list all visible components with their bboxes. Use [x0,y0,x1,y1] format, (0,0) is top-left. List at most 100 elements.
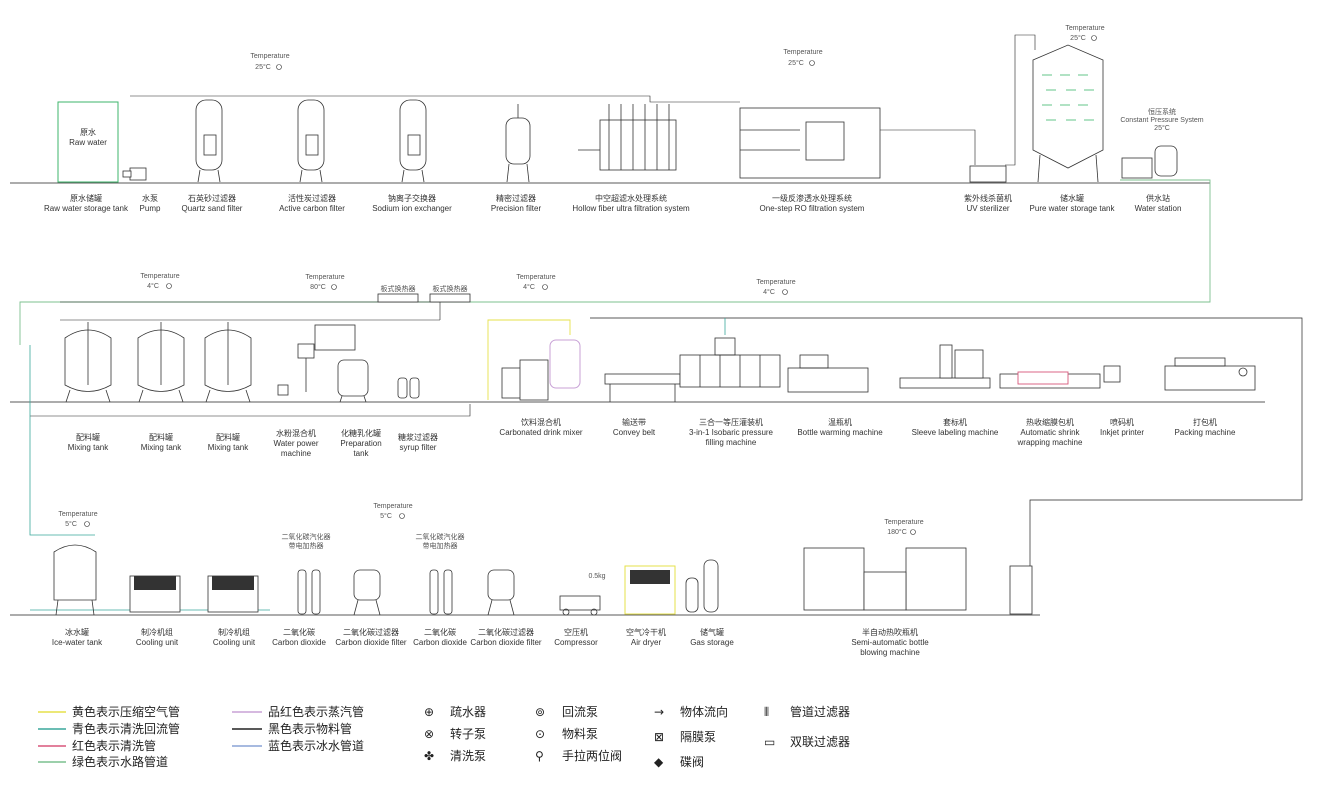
comp-label-en: Compressor [554,638,598,647]
carbonated-drink-mixer [501,339,581,401]
ice-label-en: Ice-water tank [52,638,103,647]
temp-label: Temperature [58,511,97,518]
temp-marker-3: Temperature 25°C [1065,25,1104,42]
temp-value: 25°C [788,59,804,67]
raw-water-tank [57,101,119,183]
packing-machine [1164,357,1256,391]
duplex-filter-icon: ▭ [764,735,775,749]
pump-label-cn: 水泵 [142,193,158,203]
plate-heat-exchanger-1 [377,293,419,303]
co2f-1-label-cn: 二氧化碳过滤器 [343,627,399,637]
row1-labels: 原水储罐 Raw water storage tank 水泵 Pump 石英砂过… [44,107,1204,213]
constp-temp: 25°C [1154,124,1170,132]
legend-line-wash-label: 红色表示清洗管 [72,738,156,753]
legend-symbol-butterfly-label: 碟阀 [680,755,704,769]
syrup-label-cn: 糖浆过滤器 [398,432,438,442]
sugar-label-cn: 化糖乳化罐 [341,428,381,438]
raw-water-tank-text-en: Raw water [69,138,107,147]
temp-gauge-icon [782,289,788,295]
shrink-wrapping-machine [999,371,1101,389]
inkjet-printer [1103,365,1121,383]
temp-label: Temperature [516,274,555,281]
temp-gauge-icon [809,60,815,66]
powder-label-en1: Water power [273,439,318,448]
pipe-ro-uv [880,129,976,165]
station-label-cn: 供水站 [1146,193,1170,203]
ro-label-en: One-step RO filtration system [760,204,865,213]
co2-2-label-cn: 二氧化碳 [424,627,456,637]
temp-marker-2: Temperature 25°C [783,49,822,67]
temp-gauge-icon [1091,35,1097,41]
comp-label-cn: 空压机 [564,627,588,637]
pump-icon [122,167,147,181]
pure-label-en: Pure water storage tank [1030,204,1116,213]
pure-label-cn: 储水罐 [1060,193,1084,203]
co2note1-l1: 二氧化碳汽化器 [282,532,331,541]
convey-label-cn: 输送带 [622,417,646,427]
legend-symbol-valve-label: 手拉两位阀 [562,748,622,763]
precision-filter [505,104,531,183]
constp-label-en: Constant Pressure System [1120,117,1203,124]
pipe-uv-tank [1005,34,1036,166]
pipe-cip-cyan [29,345,95,536]
plate2-label: 板式换热器 [433,284,468,293]
row-utilities [53,544,1033,616]
legend-symbol-return-label: 回流泵 [562,705,598,719]
temp-value: 25°C [1070,34,1086,42]
legend-line-cip-return: 青色表示清洗回流管 [38,721,180,736]
row-water-treatment: 原水 Raw water [57,44,1178,183]
hollow-label-cn: 中空超滤水处理系统 [595,193,667,203]
temp-marker-10: Temperature 180°C [884,519,923,536]
temp-marker-1: Temperature 25°C [250,53,289,71]
temp-label: Temperature [250,53,289,60]
legend-line-material-label: 黑色表示物料管 [268,721,352,736]
mix2-label-cn: 配料罐 [149,432,173,442]
legend-line-steam-label: 品红色表示蒸汽管 [268,704,364,719]
mixing-tank-2 [137,322,185,403]
legend-symbol-material-label: 物料泵 [562,727,598,741]
temp-value: 5°C [65,520,77,528]
sugar-label-en2: tank [353,449,369,458]
ice-label-cn: 冰水罐 [65,627,89,637]
active-carbon-filter [297,99,325,183]
pipe-filter-icon: ⫴ [764,705,769,719]
sodium-label-cn: 钠离子交换器 [388,193,436,203]
temp-label: Temperature [140,273,179,280]
manual-valve-icon: ⚲ [535,749,544,763]
carbmix-label-cn: 饮料混合机 [521,417,561,427]
legend-symbol-material: ⊙ 物料泵 [535,727,598,741]
temp-value: 80°C [310,283,326,291]
cooling-unit-1 [129,575,181,613]
ice-water-tank [53,544,97,616]
bottle-blowing-machine [803,547,1033,615]
warm-label-en: Bottle warming machine [797,428,883,437]
comp-pressure: 0.5kg [588,573,605,580]
mixing-tank-3 [204,322,252,403]
row2-labels: 配料罐 Mixing tank 配料罐 Mixing tank 配料罐 Mixi… [68,284,1236,458]
bottle-warming-machine [787,354,869,393]
legend: 黄色表示压缩空气管 青色表示清洗回流管 红色表示清洗管 绿色表示水路管道 品红色… [38,704,850,769]
co2f-2-label-en: Carbon dioxide filter [470,638,541,647]
plate-heat-exchanger-2 [429,293,471,303]
return-pump-icon: ⊚ [535,705,545,719]
temp-label: Temperature [373,503,412,510]
convey-belt [604,373,681,402]
cool2-label-en: Cooling unit [213,638,256,647]
filling-label-en1: 3-in-1 Isobaric pressure [689,428,774,437]
isobaric-filling-machine [679,337,781,388]
temp-marker-9: Temperature 5°C [373,503,412,520]
rotor-pump-icon: ⊗ [424,727,434,741]
legend-line-air-label: 黄色表示压缩空气管 [72,704,180,719]
constp-label-cn: 恒压系统 [1148,107,1176,116]
legend-symbol-diaphragm-label: 隔膜泵 [680,730,716,744]
legend-symbol-butterfly: ◆ 碟阀 [654,755,704,769]
pack-label-en: Packing machine [1175,428,1236,437]
pure-water-tank [1032,44,1104,183]
precision-label-en: Precision filter [491,204,542,213]
quartz-label-en: Quartz sand filter [182,204,243,213]
syrup-filter [397,377,420,399]
butterfly-valve-icon: ◆ [654,755,664,769]
flow-direction-icon: → [654,705,664,719]
blow-label-cn: 半自动热吹瓶机 [862,627,918,637]
sugar-preparation-tank [314,324,369,403]
